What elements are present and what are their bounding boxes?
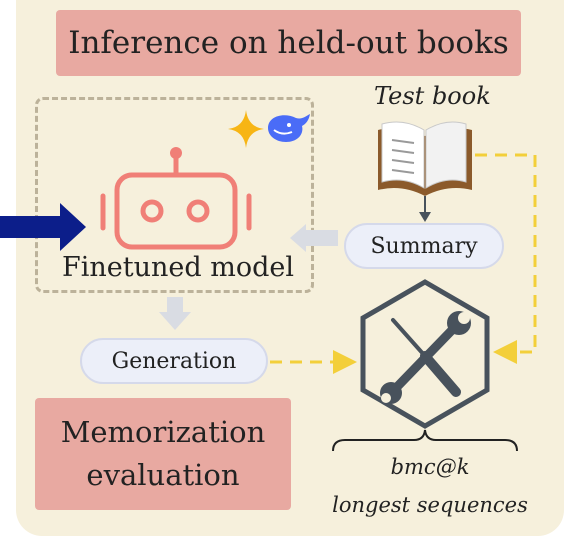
memorization-line2: evaluation xyxy=(86,458,240,492)
open-book-icon xyxy=(378,121,472,196)
generation-pill: Generation xyxy=(80,338,268,384)
metric-longest-sequences: longest sequences xyxy=(332,493,528,517)
book-to-evaluator-arrow xyxy=(475,153,537,364)
robot-icon xyxy=(100,147,252,250)
title-box: Inference on held-out books xyxy=(56,10,521,76)
metric-bmc: bmc@k xyxy=(390,455,470,479)
summary-to-model-arrow xyxy=(290,224,338,252)
gemini-sparkle-icon xyxy=(228,110,264,148)
model-dashed-box xyxy=(35,97,314,293)
model-to-generation-arrow xyxy=(159,297,191,330)
title-text: Inference on held-out books xyxy=(68,25,509,61)
model-label: Finetuned model xyxy=(62,252,294,283)
input-arrow xyxy=(0,203,86,251)
deepseek-whale-icon xyxy=(268,114,310,142)
wrench-screwdriver-icon xyxy=(360,279,490,429)
test-book-label: Test book xyxy=(374,82,491,110)
generation-label: Generation xyxy=(111,348,237,374)
metrics-brace xyxy=(332,429,518,452)
summary-pill: Summary xyxy=(344,223,504,269)
book-to-summary-arrow xyxy=(419,196,431,222)
memorization-line1: Memorization xyxy=(60,414,266,449)
memorization-evaluation-box: Memorization evaluation xyxy=(35,398,291,510)
summary-label: Summary xyxy=(370,233,478,259)
